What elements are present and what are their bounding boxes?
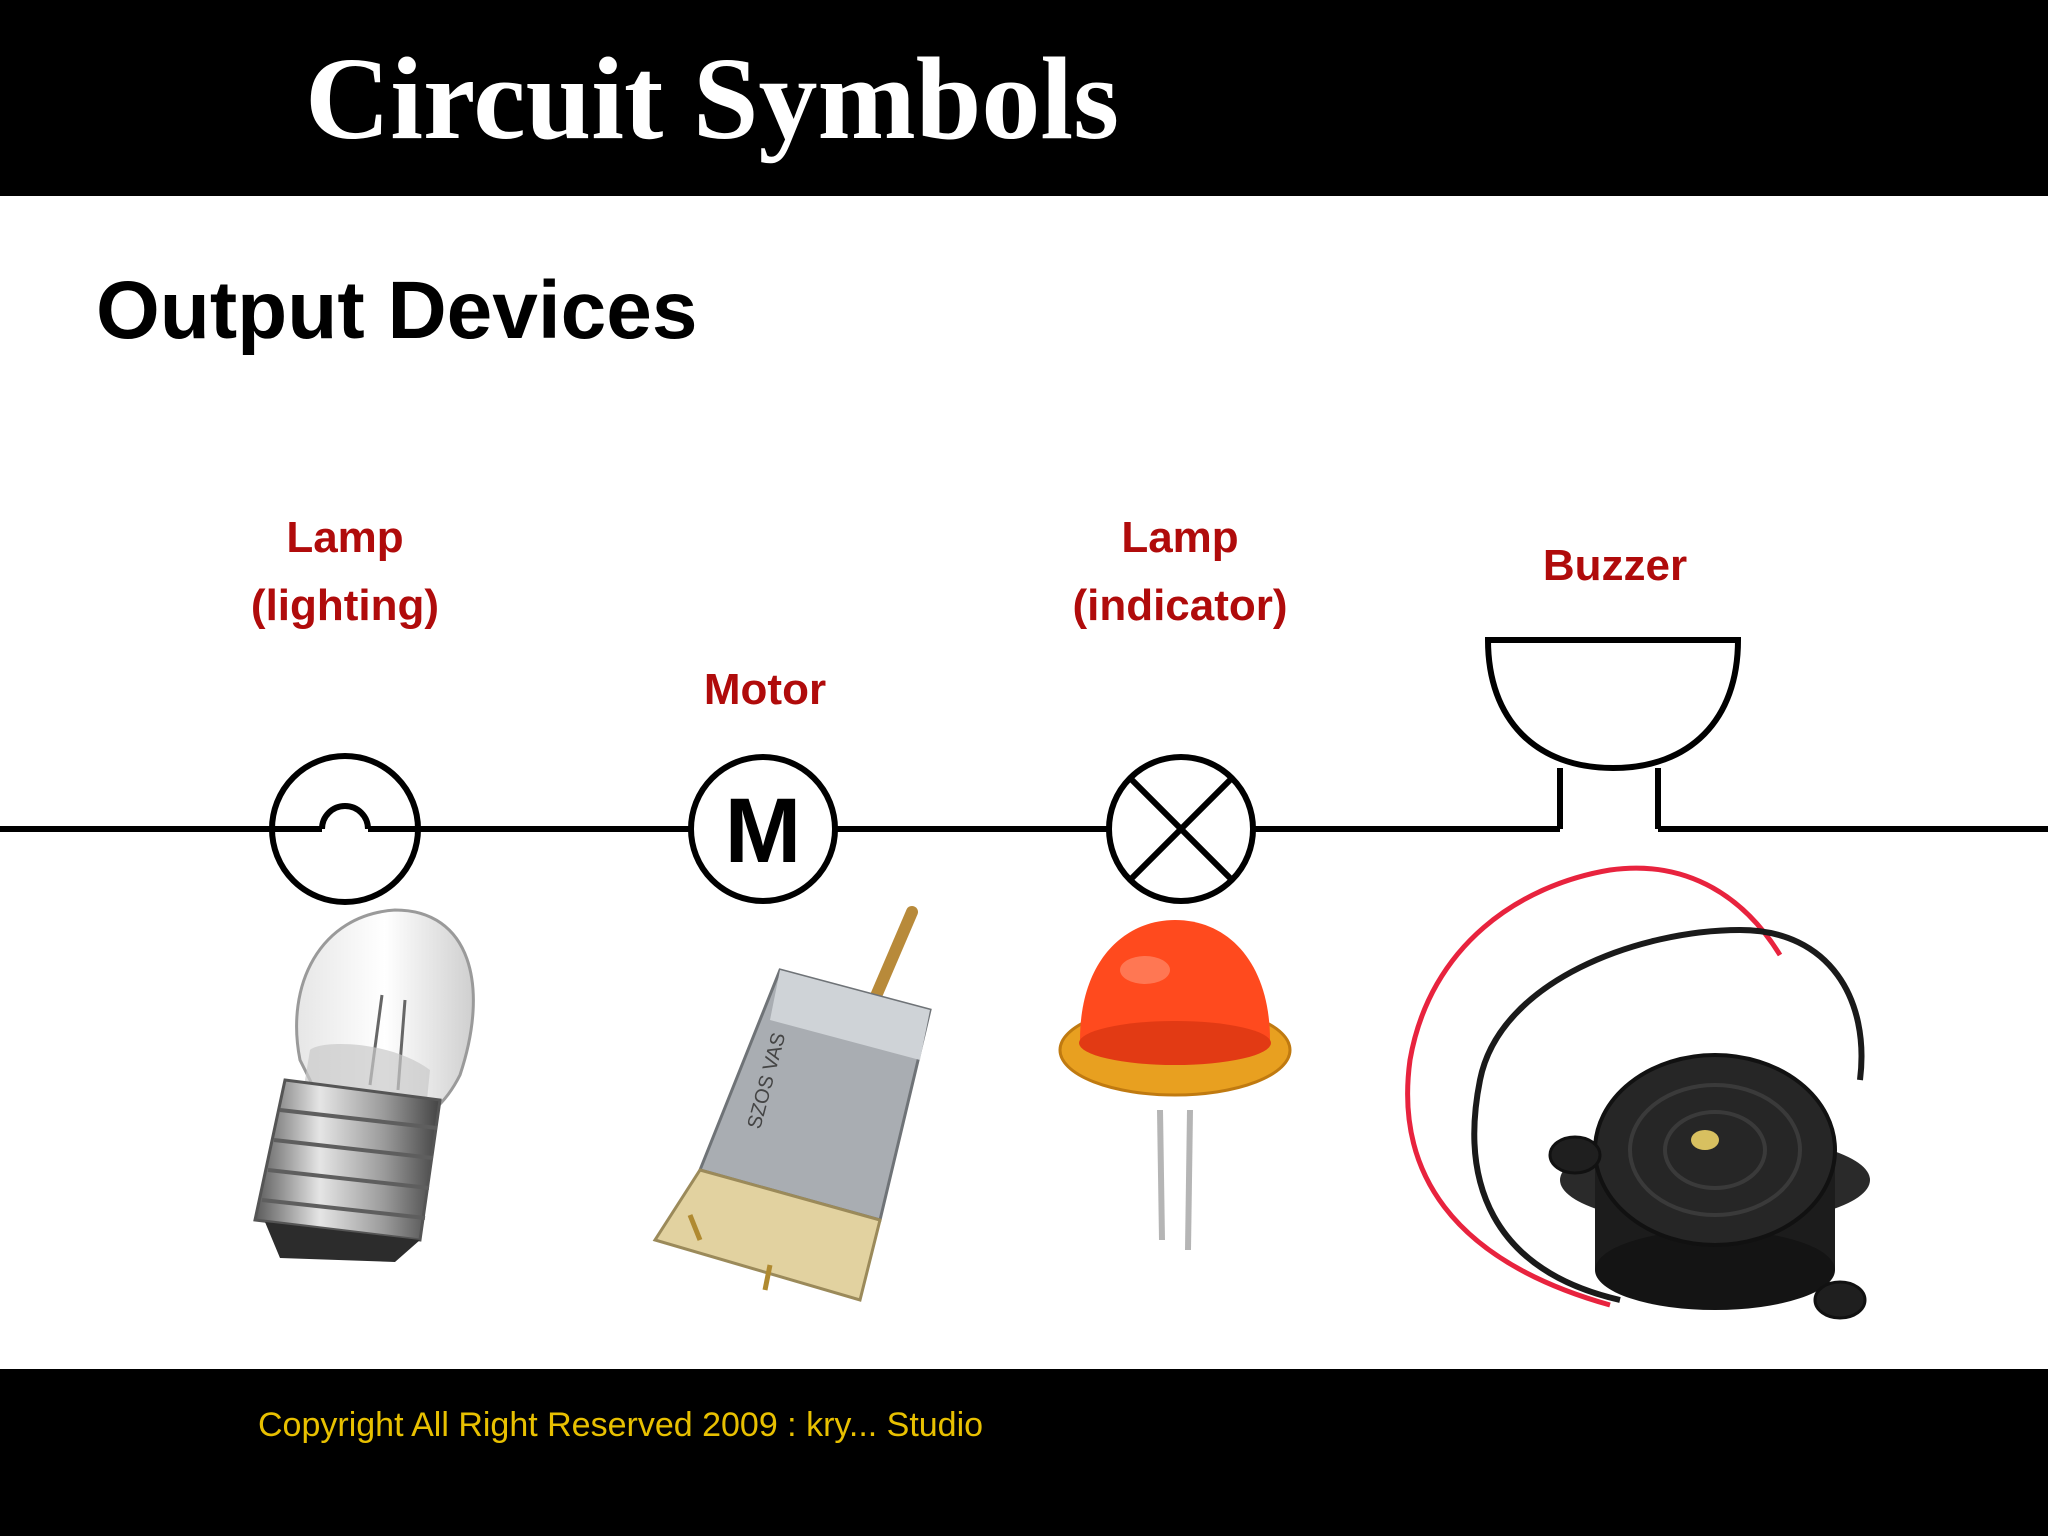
circuit-diagram: M [0,637,2048,1320]
label-line: (lighting) [250,581,440,630]
footer-bar [0,1369,2048,1536]
label-line: Lamp [286,513,404,562]
label-line: (indicator) [1072,581,1288,630]
dc-motor-photo-icon: SZOS VAS [652,906,932,1302]
label-buzzer: Buzzer [1500,532,1730,600]
lamp-lighting-symbol [269,753,421,905]
label-line: Buzzer [1542,541,1688,590]
lamp-indicator-symbol [1106,754,1256,904]
label-line: Motor [703,665,827,714]
piezo-buzzer-photo-icon [1405,865,1870,1320]
section-title: Output Devices [96,265,698,356]
red-led-photo-icon [1058,920,1292,1251]
motor-symbol-letter: M [725,780,802,882]
slide-title: Circuit Symbols [305,33,1120,164]
motor-symbol: M [688,754,838,904]
label-lamp-indicator: Lamp (indicator) [1040,504,1320,640]
buzzer-symbol [1484,637,1742,829]
label-motor: Motor [650,656,880,724]
label-line: Lamp [1121,513,1239,562]
header-bar [0,0,2048,196]
copyright-text: Copyright All Right Reserved 2009 : kry.… [258,1406,984,1444]
light-bulb-photo-icon [253,908,475,1262]
label-lamp-lighting: Lamp (lighting) [220,504,470,640]
